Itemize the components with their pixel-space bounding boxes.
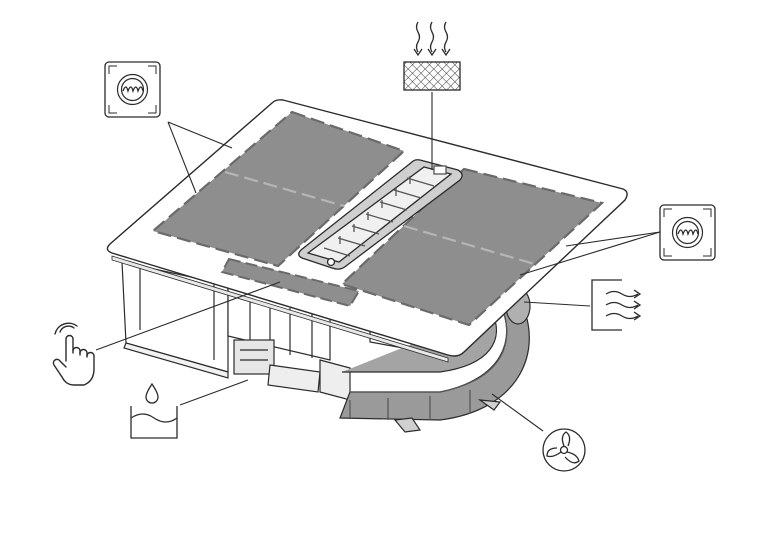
cooking-zone-left <box>150 110 407 268</box>
air-outlet-icon <box>591 279 642 331</box>
induction-coil-icon <box>659 204 716 261</box>
grease-filter-icon <box>403 21 461 91</box>
water-tray-icon <box>130 382 178 439</box>
cooking-zone-right <box>339 167 605 327</box>
control-panel-zone <box>220 257 361 308</box>
induction-coil-icon <box>104 61 161 118</box>
leader-lines <box>95 92 661 432</box>
extractor-vent <box>298 159 463 270</box>
fan-icon <box>542 428 586 472</box>
touch-control-icon <box>52 322 95 386</box>
